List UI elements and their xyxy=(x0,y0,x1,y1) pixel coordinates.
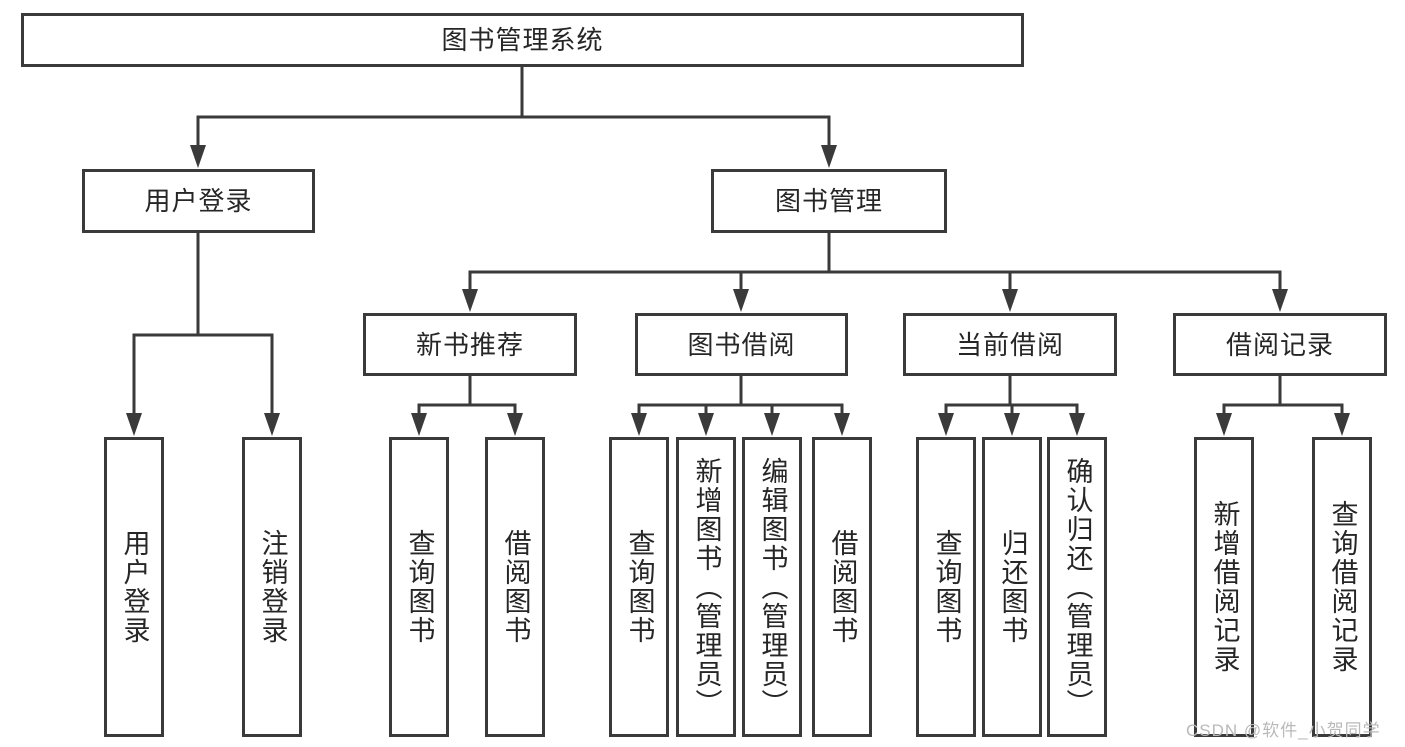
leaf-current-return-book: 归还图书 xyxy=(982,437,1042,737)
leaf-user-login: 用户登录 xyxy=(104,437,164,737)
leaf-newbook-borrow-book: 借阅图书 xyxy=(485,437,545,737)
node-root: 图书管理系统 xyxy=(21,13,1024,67)
leaf-borrow-add-book-admin: 新增图书（管理员） xyxy=(676,437,736,737)
leaf-records-add-record: 新增借阅记录 xyxy=(1194,437,1254,737)
csdn-watermark: CSDN @软件_小贺同学 xyxy=(1186,721,1381,740)
node-current-borrow: 当前借阅 xyxy=(903,313,1117,376)
leaf-newbook-query-book: 查询图书 xyxy=(389,437,449,737)
node-book-management: 图书管理 xyxy=(711,169,947,233)
node-new-book-recommend: 新书推荐 xyxy=(363,313,577,376)
leaf-current-confirm-return-admin: 确认归还（管理员） xyxy=(1047,437,1107,737)
node-user-login: 用户登录 xyxy=(82,169,315,233)
node-borrow-records: 借阅记录 xyxy=(1173,313,1387,376)
leaf-borrow-query-book: 查询图书 xyxy=(609,437,669,737)
leaf-current-query-book: 查询图书 xyxy=(916,437,976,737)
leaf-records-query-record: 查询借阅记录 xyxy=(1312,437,1372,737)
leaf-logout: 注销登录 xyxy=(242,437,302,737)
leaf-borrow-edit-book-admin: 编辑图书（管理员） xyxy=(742,437,802,737)
node-book-borrow: 图书借阅 xyxy=(635,313,848,376)
leaf-borrow-borrow-book: 借阅图书 xyxy=(812,437,872,737)
